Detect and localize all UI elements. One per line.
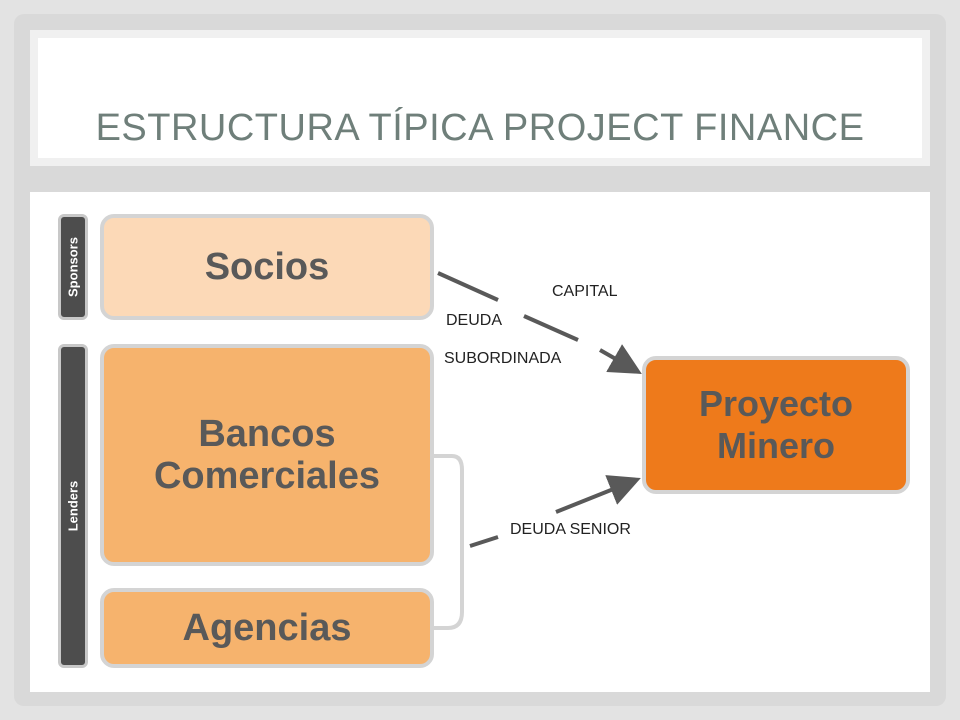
deuda-label: DEUDA (446, 312, 503, 329)
sponsors-bar: Sponsors (58, 214, 88, 320)
proyecto-label-line2: Minero (716, 425, 835, 466)
capital-arrow-head (599, 344, 642, 374)
title-panel: ESTRUCTURA TÍPICA PROJECT FINANCE (30, 30, 930, 166)
bancos-label-line1: Bancos (198, 413, 336, 455)
proyecto-label-line1: Proyecto (698, 383, 854, 424)
deuda-senior-label: DEUDA SENIOR (510, 521, 631, 538)
agencias-label: Agencias (182, 606, 352, 649)
subordinada-label: SUBORDINADA (444, 350, 562, 367)
lenders-bar: Lenders (58, 344, 88, 668)
capital-arrow-segment-2 (523, 314, 579, 342)
senior-arrow-segment-2 (555, 475, 641, 514)
agencias-box: Agencias (100, 588, 434, 668)
capital-arrow-segment-1 (437, 271, 499, 302)
socios-label: Socios (204, 245, 330, 288)
bancos-comerciales-box: Bancos Comerciales (100, 344, 434, 566)
capital-label: CAPITAL (552, 283, 618, 300)
bancos-label-line2: Comerciales (153, 455, 380, 497)
lenders-bracket (434, 454, 464, 630)
socios-box: Socios (100, 214, 434, 320)
slide-title: ESTRUCTURA TÍPICA PROJECT FINANCE (95, 107, 865, 149)
proyecto-minero-box: Proyecto Minero (642, 356, 910, 494)
senior-arrow-segment-1 (469, 535, 499, 548)
